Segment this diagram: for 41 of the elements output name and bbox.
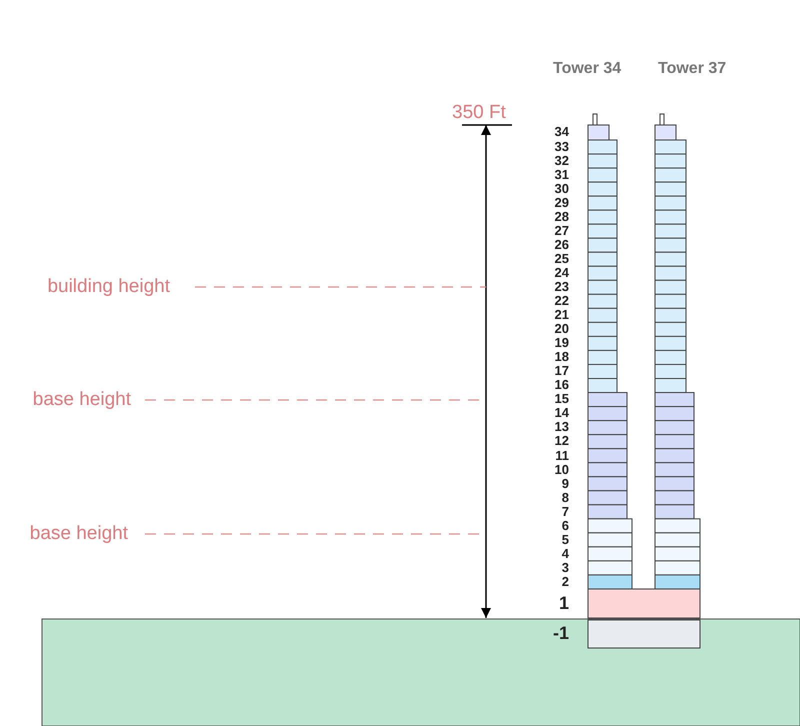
floor-number: 28 (554, 210, 569, 223)
height-value: 350 Ft (452, 102, 506, 122)
floor-number: 5 (562, 532, 569, 546)
floor-number: 15 (554, 392, 569, 406)
floor-number: 16 (554, 378, 569, 392)
floor-number: 19 (554, 336, 569, 350)
floor-number: 26 (554, 238, 569, 252)
floor-number: 34 (554, 124, 569, 138)
floor-number: 7 (562, 504, 569, 518)
floor-number: 14 (554, 406, 569, 420)
floor-number: 2 (562, 574, 569, 588)
height-limit-label: building height (47, 276, 170, 296)
floor-number: 13 (554, 420, 569, 434)
tower-name: Tower 34 (553, 61, 622, 78)
floor-number: 8 (562, 490, 569, 504)
floor-number: 9 (562, 476, 569, 490)
floor-number: 25 (554, 252, 569, 266)
floor-number: 10 (554, 462, 569, 476)
floor-number: 1 (558, 594, 569, 612)
floor-number: 11 (555, 448, 569, 462)
floor-number: 24 (554, 266, 569, 280)
floor-number: 31 (554, 168, 569, 181)
floor-number: 32 (554, 154, 569, 167)
floor-number: 27 (554, 224, 569, 238)
floor-number: 33 (554, 140, 569, 153)
floor-number: 21 (554, 308, 569, 322)
height-limit-label: base height (32, 390, 131, 409)
floor-number: 18 (554, 350, 569, 364)
floor-number: 29 (554, 196, 569, 209)
height-limit-label: base height (30, 524, 128, 543)
floor-number: -1 (552, 624, 569, 642)
floor-number: 30 (554, 182, 569, 195)
floor-number: 6 (562, 518, 569, 532)
floor-number: 12 (554, 434, 569, 448)
floor-number: 3 (562, 560, 569, 574)
floor-number: 23 (554, 280, 569, 294)
tower-name: Tower 37 (658, 61, 726, 78)
floor-number: 4 (562, 546, 569, 560)
floor-number: 20 (554, 322, 569, 336)
floor-number: 17 (554, 364, 569, 378)
floor-number: 22 (554, 294, 569, 308)
